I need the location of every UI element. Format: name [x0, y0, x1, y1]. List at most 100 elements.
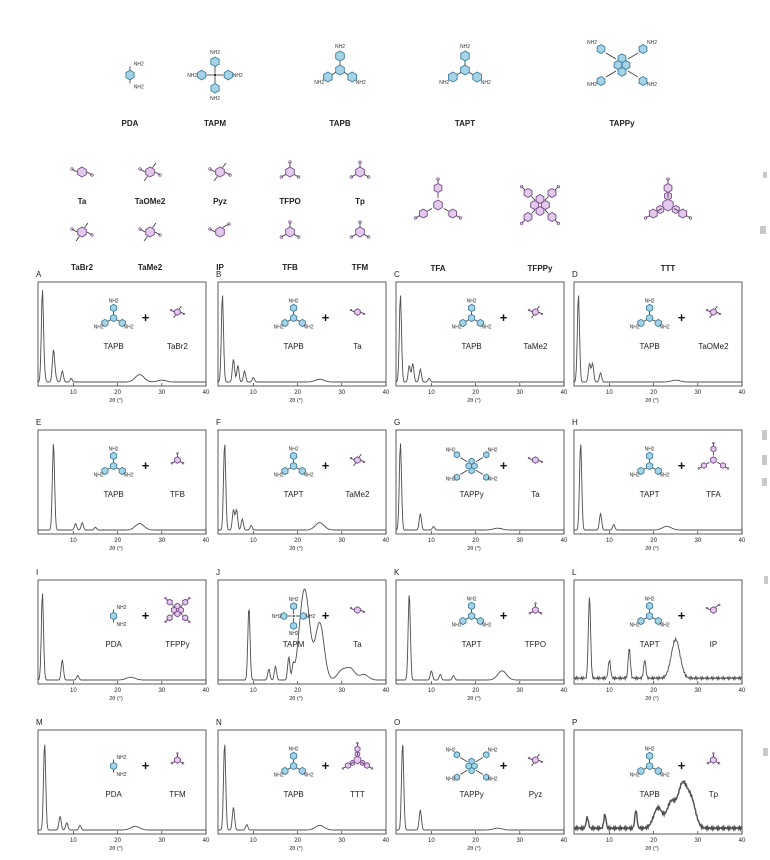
amine-group-label: NH2 [314, 80, 324, 86]
benzene-ring [110, 761, 118, 771]
plot-frame [395, 579, 565, 685]
carbonyl-o [362, 610, 366, 614]
benzene-ring [646, 611, 654, 621]
aldehyde-structure [138, 222, 162, 242]
panel-letter: C [394, 270, 400, 279]
bond [521, 219, 526, 224]
benzene-ring [646, 761, 654, 771]
benzene-ring [637, 466, 645, 476]
amine-group-label: NH2 [645, 597, 655, 603]
carbonyl-o [458, 216, 463, 220]
benzene-ring [541, 199, 550, 211]
amine-group-label: NH2 [94, 473, 104, 479]
page-edge-mark [764, 576, 768, 584]
x-tick-label: 30 [516, 688, 523, 694]
plot-frame [37, 579, 207, 685]
amine-group-label: NH2 [304, 773, 314, 779]
panel-aldehyde-label: TaOMe2 [698, 342, 729, 351]
benzene-ring [290, 303, 298, 313]
benzene-ring [532, 456, 539, 464]
amine-group-label: NH2 [452, 325, 462, 331]
amine-group-label: NH2 [187, 73, 197, 79]
bond [673, 208, 679, 212]
x-tick-label: 30 [158, 688, 165, 694]
carbonyl-o [208, 167, 212, 171]
amine-group-label: NH2 [124, 325, 134, 331]
bond [627, 70, 639, 78]
page-edge-mark [762, 478, 767, 486]
panel-letter: O [394, 718, 400, 727]
bond [344, 72, 348, 75]
plus-sign: + [500, 758, 508, 773]
pxrd-trace [395, 295, 564, 383]
monomer-label-TaMe2: TaMe2 [138, 263, 163, 272]
aldehyde-structure [519, 184, 561, 226]
x-tick-label: 20 [650, 688, 657, 694]
panel-amine-label: TAPT [640, 490, 660, 499]
bond [187, 597, 190, 601]
x-tick-label: 40 [561, 538, 568, 544]
monomer-label-TFPPy: TFPPy [528, 264, 553, 273]
plot-frame [217, 429, 387, 535]
bond [531, 314, 535, 319]
x-tick-label: 30 [158, 390, 165, 396]
monomer-label-Ta: Ta [78, 197, 87, 206]
carbonyl-o [349, 606, 353, 610]
x-tick-label: 10 [250, 688, 257, 694]
carbonyl-o [362, 312, 366, 316]
benzene-ring [118, 318, 126, 328]
bond [460, 457, 468, 463]
bond [475, 769, 484, 775]
benzene-ring [476, 616, 484, 626]
benzene-ring [174, 456, 181, 464]
x-axis-title: 2θ (°) [467, 846, 481, 852]
carbonyl-o [367, 175, 371, 179]
bond [350, 761, 354, 765]
bond [75, 236, 80, 242]
aldehyde-structure [349, 220, 371, 239]
benzene-ring [459, 318, 467, 328]
benzene-ring [646, 751, 654, 761]
bond [139, 168, 146, 173]
benzene-ring [646, 601, 654, 611]
carbonyl-o [90, 233, 94, 237]
bond [443, 208, 449, 212]
bond [536, 753, 540, 758]
benzene-ring [700, 462, 707, 469]
x-tick-label: 10 [606, 838, 613, 844]
pxrd-trace [573, 295, 742, 383]
bond [536, 305, 540, 310]
carbonyl-o [164, 620, 167, 624]
pxrd-trace [573, 779, 743, 833]
benzene-ring [654, 616, 662, 626]
aldehyde-structure [643, 177, 693, 220]
x-tick-label: 30 [694, 538, 701, 544]
amine-group-label: NH2 [488, 777, 498, 783]
amine-group-label: NH2 [304, 473, 314, 479]
x-tick-label: 20 [114, 390, 121, 396]
benzene-ring [110, 313, 118, 323]
benzene-ring [532, 308, 539, 316]
amine-group-label: NH2 [460, 44, 470, 50]
panel-letter: F [216, 418, 221, 427]
benzene-ring [101, 466, 109, 476]
bond [180, 612, 184, 616]
carbonyl-o [519, 184, 524, 189]
carbonyl-o [158, 173, 162, 177]
x-tick-label: 40 [383, 688, 390, 694]
bond [460, 469, 468, 475]
bond [71, 168, 78, 173]
x-axis-title: 2θ (°) [467, 546, 481, 552]
carbonyl-o [181, 462, 185, 465]
carbonyl-o [718, 603, 721, 606]
x-tick-label: 10 [70, 838, 77, 844]
bond [180, 604, 184, 608]
panel-amine-label: TAPT [284, 490, 304, 499]
amine-group-label: NH2 [488, 447, 498, 453]
bond [154, 171, 161, 176]
aldehyde-structure [170, 752, 185, 765]
